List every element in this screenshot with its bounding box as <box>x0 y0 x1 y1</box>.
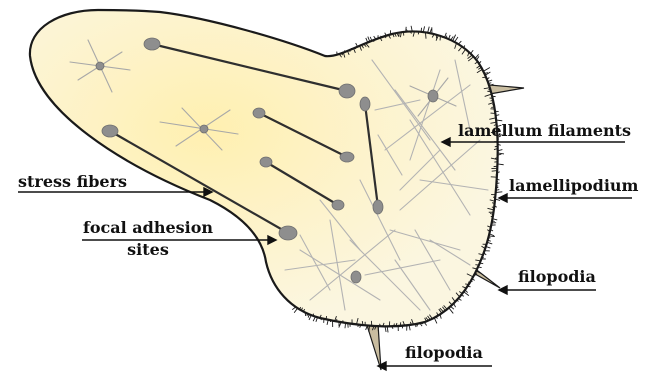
lamellipodium-hair <box>425 32 426 38</box>
lamellipodium-hair <box>394 324 395 327</box>
lamellipodium-hair <box>450 306 453 309</box>
label-lamellipodium: lamellipodium <box>509 176 639 195</box>
lamellipodium-hair <box>418 32 419 35</box>
label-filopodia-bottom: filopodia <box>405 343 483 362</box>
lamellipodium-hair <box>294 308 297 313</box>
lamellipodium-hair <box>292 307 296 310</box>
cell-body <box>30 10 498 326</box>
lamellipodium-hair <box>465 284 469 285</box>
label-lamellum-filaments: lamellum filaments <box>458 121 631 140</box>
label-focal-adhesion-line2: sites <box>127 240 169 259</box>
label-focal-adhesion-line1: focal adhesion <box>83 218 213 237</box>
lamellipodium-hair <box>491 100 494 101</box>
label-stress-fibers: stress fibers <box>18 172 127 191</box>
lamellipodium-hair <box>343 320 344 322</box>
lamellipodium-hair <box>345 323 346 328</box>
lamellipodium-hair <box>368 37 370 42</box>
lamellipodium-hair <box>484 73 488 74</box>
lamellipodium-hair <box>350 50 351 51</box>
lamellipodium-hair <box>458 41 461 44</box>
lamellipodium-hair <box>453 35 456 41</box>
lamellipodium-hair <box>455 37 458 42</box>
lamellipodium-hair <box>471 50 474 53</box>
lamellipodium-hair <box>497 179 500 180</box>
lamellipodium-hair <box>353 324 355 325</box>
lamellipodium-hair <box>483 68 490 72</box>
label-filopodia-right: filopodia <box>518 267 596 286</box>
lamellipodium-hair <box>474 275 475 276</box>
lamellipodium-hair <box>464 292 469 296</box>
lamellipodium-hair <box>434 318 437 324</box>
